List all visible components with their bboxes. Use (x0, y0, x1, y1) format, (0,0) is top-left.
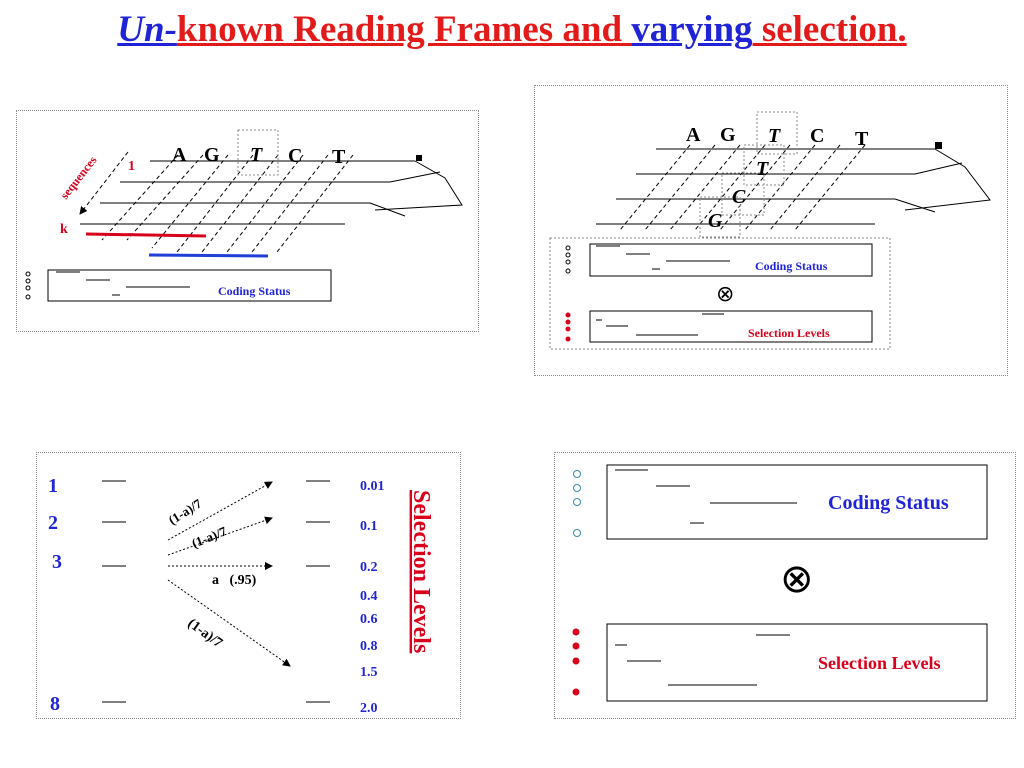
panel2-sequence-grid (596, 148, 991, 225)
panel3-level-0: 0.01 (360, 479, 385, 494)
panel3-level-1: 0.1 (360, 519, 378, 534)
panel2-base-t: T (855, 128, 869, 150)
title-part-selection: selection. (752, 9, 907, 50)
panel-frame-shifts (534, 85, 1008, 376)
slide-title: Un-known Reading Frames and varying sele… (0, 8, 1024, 51)
panel3-level-5: 0.8 (360, 639, 378, 654)
panel3-state-8: 8 (50, 693, 60, 715)
panel3-transition-arrows (167, 481, 291, 667)
panel2-frame-boxes (699, 111, 798, 238)
panel1-coding-status-label: Coding Status (218, 284, 291, 298)
panel2-base-c: C (810, 125, 824, 147)
panel4-coding-status-box (573, 464, 988, 540)
panel2-dashed-diagonals (619, 144, 866, 231)
panel2-shift-t: T (756, 158, 769, 180)
panel3-arrow-label-4: (1-a)/7 (185, 616, 225, 651)
panel3-state-dashes (102, 480, 330, 703)
panel4-product-operator: ⊗ (780, 556, 814, 602)
panel1-index-last: k (60, 222, 68, 237)
title-part-unknown-prefix: Un- (117, 9, 177, 50)
panel3-level-7: 2.0 (360, 701, 378, 716)
panel1-blue-segment (148, 253, 269, 258)
panel1-stop-marker (416, 155, 422, 161)
panel1-sequence-grid (80, 160, 463, 225)
panel-selection-transitions (36, 452, 461, 719)
panel2-coding-status-label: Coding Status (755, 259, 828, 273)
panel1-base-a: A (172, 144, 187, 166)
panel4-coding-status-label: Coding Status (828, 492, 949, 514)
panel3-arrow-label-3: a (.95) (212, 573, 257, 588)
panel1-red-segment (85, 232, 207, 238)
panel3-level-2: 0.2 (360, 560, 378, 575)
panel1-base-t: T (332, 146, 346, 168)
panel4-selection-levels-label: Selection Levels (818, 653, 940, 673)
panel3-arrow-label-1: (1-a)/7 (166, 495, 205, 527)
panel2-product-operator: ⊗ (716, 282, 734, 307)
panel2-base-t-italic: T (768, 125, 781, 147)
title-part-varying: varying (631, 9, 753, 50)
panel1-base-c: C (288, 145, 302, 167)
panel3-level-3: 0.4 (360, 589, 378, 604)
panel3-state-1: 1 (48, 475, 58, 497)
panel2-shift-c: C (732, 186, 746, 208)
panel3-state-2: 2 (48, 512, 58, 534)
panel3-level-4: 0.6 (360, 612, 378, 627)
panel2-selection-levels-box (565, 310, 873, 343)
panel1-index-first: 1 (128, 159, 135, 174)
panel-coding-selection-product (554, 452, 1016, 719)
panel3-level-6: 1.5 (360, 665, 378, 680)
panel2-selection-levels-label: Selection Levels (748, 326, 830, 340)
panel1-sequences-label: sequences (57, 153, 99, 202)
panel1-frame-box (237, 129, 279, 176)
panel1-coding-status-box (25, 269, 332, 302)
panel1-dashed-diagonals (79, 151, 354, 253)
panel2-base-a: A (686, 124, 701, 146)
title-part-reading-frames: known Reading Frames and (176, 9, 632, 50)
panel2-shift-g: G (708, 210, 723, 232)
panel3-state-3: 3 (52, 551, 62, 573)
panel2-base-g: G (720, 124, 736, 146)
panel4-selection-levels-box (572, 623, 988, 702)
panel-reading-frames (16, 110, 479, 332)
panel3-arrow-label-2: (1-a)/7 (190, 523, 230, 551)
panel1-base-g: G (204, 144, 220, 166)
panel2-coding-status-box (565, 243, 873, 277)
panel1-base-t-italic: T (250, 144, 263, 166)
panel3-vertical-label: Selection Levels (408, 490, 434, 653)
panel2-stop-marker (935, 142, 942, 149)
